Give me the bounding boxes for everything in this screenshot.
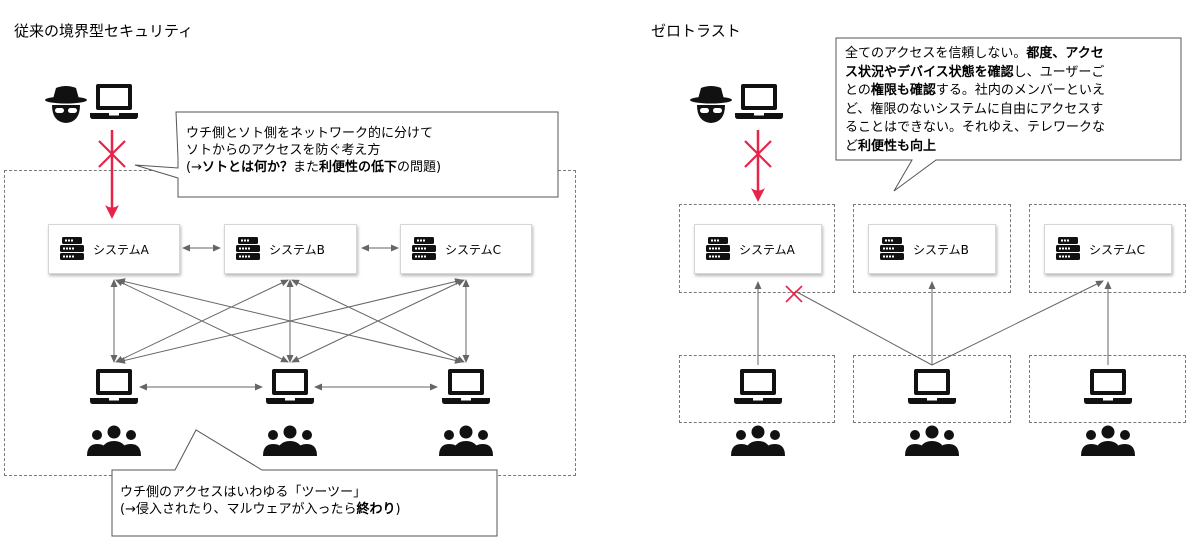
laptop-icon	[1083, 367, 1133, 407]
system-label: システムB	[913, 242, 969, 257]
server-icon	[705, 236, 731, 262]
callout-top-line3: (→ソトとは何か？また利便性の低下の問題)	[186, 160, 442, 175]
system-label: システムA	[739, 242, 795, 257]
zt-system-card-c[interactable]: システムC	[1044, 224, 1172, 274]
users-icon	[1080, 424, 1136, 456]
cross-icon	[744, 140, 772, 168]
callout-bottom-line2: (→侵入されたり、マルウェアが入ったら終わり)	[120, 502, 401, 517]
attack-arrowhead-left	[105, 205, 119, 219]
spy-icon	[689, 84, 733, 124]
laptop-icon	[734, 82, 784, 122]
right-title: ゼロトラスト	[651, 22, 741, 40]
attack-arrowhead-right	[751, 188, 765, 202]
zone-device-1	[679, 355, 835, 423]
zt-pc2-a-blocked	[794, 290, 933, 366]
callout-top-line1: ウチ側とソト側をネットワーク的に分けて	[186, 126, 434, 141]
users-icon	[730, 424, 786, 456]
server-icon	[879, 236, 905, 262]
laptop-icon	[907, 367, 957, 407]
cross-icon	[98, 140, 126, 168]
callout-bottom-box	[111, 429, 498, 537]
users-icon	[904, 424, 960, 456]
mesh-c-pc2	[291, 279, 465, 363]
zt-system-card-a[interactable]: システムA	[694, 224, 822, 274]
system-card-c[interactable]: システムC	[400, 224, 532, 274]
callout-top-box	[134, 111, 559, 198]
laptop-icon	[733, 367, 783, 407]
callout-bottom-line1: ウチ側のアクセスはいわゆる「ツーツー」	[120, 485, 367, 500]
callout-right-text: 全てのアクセスを信頼しない。都度、アクセ ス状況やデバイス状態を確認し、ユーザー…	[845, 46, 1106, 154]
system-label: システムC	[445, 242, 502, 257]
zone-system-a	[679, 204, 835, 293]
callout-right-box	[835, 37, 1182, 192]
cross-icon	[785, 285, 803, 303]
zt-system-card-b[interactable]: システムB	[868, 224, 996, 274]
left-title: 従来の境界型セキュリティ	[14, 22, 194, 40]
callout-top-text: ウチ側とソト側をネットワーク的に分けて ソトからのアクセスを防ぐ考え方 (→ソト…	[186, 125, 441, 176]
server-icon	[1055, 236, 1081, 262]
callout-top-line2: ソトからのアクセスを防ぐ考え方	[186, 143, 381, 158]
system-label: システムC	[1089, 242, 1146, 257]
system-label: システムB	[269, 242, 325, 257]
system-label: システムA	[93, 242, 149, 257]
callout-bottom-text: ウチ側のアクセスはいわゆる「ツーツー」 (→侵入されたり、マルウェアが入ったら終…	[120, 484, 401, 518]
zt-pc2-c	[931, 280, 1104, 366]
system-card-a[interactable]: システムA	[48, 224, 180, 274]
system-card-b[interactable]: システムB	[224, 224, 357, 274]
